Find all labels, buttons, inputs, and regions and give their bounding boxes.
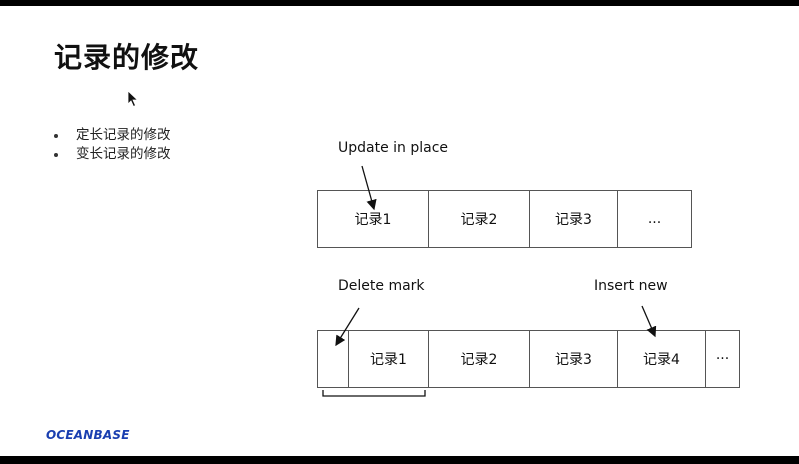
deleted-mark-cell: [318, 331, 349, 387]
delete-mark-label: Delete mark: [338, 278, 425, 294]
bullet-text: 变长记录的修改: [76, 146, 171, 162]
record-cell: 记录2: [429, 331, 530, 387]
slide-title: 记录的修改: [54, 41, 200, 74]
record-row-top: 记录1 记录2 记录3 ...: [317, 190, 692, 248]
record-cell: 记录1: [318, 191, 429, 247]
ellipsis-cell: ...: [618, 191, 692, 247]
record-row-bottom: 记录1 记录2 记录3 记录4 ···: [317, 330, 740, 388]
bullet-item: 变长记录的修改: [54, 145, 171, 164]
record-cell: 记录2: [429, 191, 530, 247]
bullet-dot: [54, 133, 58, 138]
mouse-pointer-icon: [127, 90, 139, 108]
record-cell: 记录3: [530, 331, 618, 387]
slide: 记录的修改 定长记录的修改 变长记录的修改 Update in place 记录…: [0, 6, 799, 456]
ellipsis-cell: ···: [706, 331, 740, 387]
delete-arrow: [335, 307, 360, 347]
bullet-text: 定长记录的修改: [76, 127, 171, 143]
oceanbase-logo: OCEANBASE: [46, 428, 130, 442]
insert-new-label: Insert new: [594, 278, 668, 294]
diagram-arrows: [322, 165, 657, 397]
free-space-bracket: [322, 390, 426, 397]
record-cell-new: 记录4: [618, 331, 706, 387]
update-arrow: [361, 165, 377, 211]
bullet-item: 定长记录的修改: [54, 126, 171, 145]
insert-arrow: [641, 305, 657, 338]
update-in-place-label: Update in place: [338, 140, 449, 156]
bullet-dot: [54, 152, 58, 157]
record-cell: 记录1: [349, 331, 429, 387]
bullet-list: 定长记录的修改 变长记录的修改: [54, 126, 171, 164]
record-cell: 记录3: [530, 191, 618, 247]
